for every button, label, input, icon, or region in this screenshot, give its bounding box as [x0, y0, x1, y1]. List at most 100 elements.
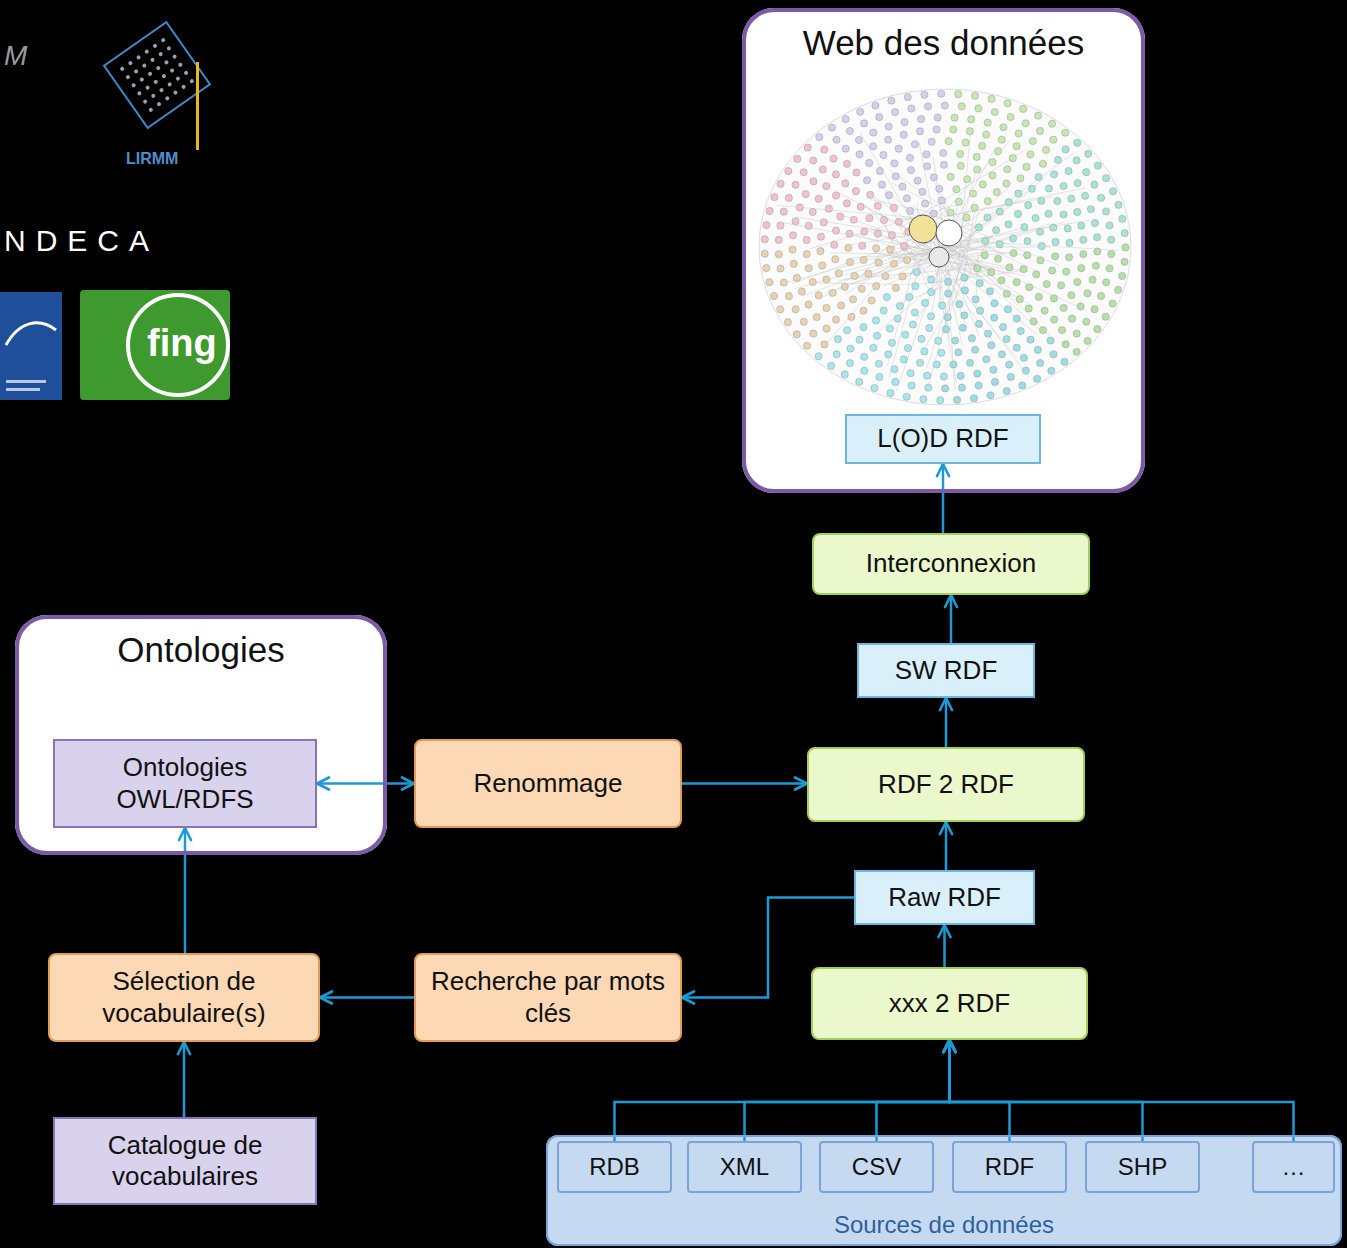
dataset-dot: [1022, 120, 1029, 127]
dataset-dot: [1013, 279, 1020, 286]
dataset-dot: [904, 257, 911, 264]
dataset-dot: [991, 300, 998, 307]
dataset-dot: [1103, 175, 1110, 182]
box-label: RDF 2 RDF: [870, 769, 1022, 800]
dataset-dot: [810, 330, 817, 337]
dataset-dot: [1049, 120, 1056, 127]
link-line: [932, 178, 972, 251]
dataset-dot: [802, 190, 809, 197]
dataset-dot: [1045, 185, 1052, 192]
dataset-dot: [823, 276, 830, 283]
dataset-dot: [935, 337, 942, 344]
dataset-dot: [924, 163, 931, 170]
link-line: [915, 248, 1013, 269]
dataset-dot: [919, 188, 926, 195]
dataset-dot: [1080, 250, 1087, 257]
dataset-dot: [891, 160, 898, 167]
dataset-dot: [805, 265, 812, 272]
dataset-dot: [1103, 208, 1110, 215]
dataset-dot: [975, 105, 982, 112]
dataset-dot: [1036, 127, 1043, 134]
dataset-dot: [849, 296, 856, 303]
dataset-dot: [800, 169, 807, 176]
dataset-dot: [982, 237, 989, 244]
dataset-dot: [1122, 244, 1129, 251]
dataset-dot: [858, 285, 865, 292]
dataset-dot: [892, 284, 899, 291]
link-line: [896, 247, 946, 391]
box-label: Renommage: [466, 768, 631, 799]
dataset-dot: [939, 302, 946, 309]
dataset-dot: [1065, 167, 1072, 174]
dataset-dot: [955, 91, 962, 98]
link-line: [860, 133, 951, 286]
dataset-dot: [1073, 330, 1080, 337]
dataset-dot: [903, 393, 910, 400]
dataset-dot: [832, 192, 839, 199]
dataset-dot: [925, 384, 932, 391]
dataset-dot: [1035, 173, 1042, 180]
dataset-dot: [1003, 387, 1010, 394]
box-label: CSV: [848, 1153, 905, 1182]
link-line: [845, 235, 937, 294]
dataset-dot: [1066, 239, 1073, 246]
dataset-dot: [1103, 279, 1110, 286]
logo-dot: [167, 82, 173, 88]
dataset-dot: [1037, 359, 1044, 366]
link-line: [919, 176, 1046, 274]
dataset-dot: [816, 133, 823, 140]
dataset-dot: [880, 307, 887, 314]
flow-arrow: [950, 1040, 1143, 1141]
dataset-dot: [805, 222, 812, 229]
link-line: [915, 235, 1016, 358]
dataset-dot: [996, 208, 1003, 215]
dataset-dot: [1003, 290, 1010, 297]
dataset-dot: [937, 397, 944, 404]
panel-ground: [15, 615, 387, 855]
dataset-dot: [968, 335, 975, 342]
dataset-dot: [971, 92, 978, 99]
dataset-dot: [977, 307, 984, 314]
logo-dot: [172, 54, 178, 60]
box-label: RDB: [585, 1153, 644, 1182]
dataset-dot: [880, 216, 887, 223]
panel-ground: [546, 1135, 1342, 1246]
dataset-dot: [909, 321, 916, 328]
dataset-dot: [1109, 188, 1116, 195]
dataset-dot: [927, 313, 934, 320]
link-line: [963, 259, 1008, 293]
dataset-dot: [1007, 113, 1014, 120]
box-label: L(O)D RDF: [869, 423, 1016, 454]
logo-dot: [164, 60, 170, 66]
dataset-dot: [1033, 271, 1040, 278]
dataset-dot: [842, 115, 849, 122]
dataset-dot: [1039, 160, 1046, 167]
dataset-dot: [989, 159, 996, 166]
group-heading: Ontologies: [109, 619, 292, 671]
dataset-dot: [885, 123, 892, 130]
dataset-dot: [1050, 351, 1057, 358]
dataset-dot: [1000, 124, 1007, 131]
logo-dot: [178, 62, 184, 68]
dataset-dot: [805, 301, 812, 308]
dataset-dot: [984, 330, 991, 337]
dataset-dot: [1058, 282, 1065, 289]
link-line: [872, 192, 898, 257]
dataset-dot: [1051, 316, 1058, 323]
dataset-dot: [926, 324, 933, 331]
dataset-dot: [921, 200, 928, 207]
dataset-dot: [1041, 307, 1048, 314]
link-line: [943, 260, 968, 335]
dataset-dot: [874, 332, 881, 339]
dataset-dot: [793, 274, 800, 281]
logo-dot: [166, 46, 172, 52]
dataset-dot: [979, 181, 986, 188]
dataset-dot: [851, 272, 858, 279]
dataset-dot: [1006, 264, 1013, 271]
dataset-dot: [852, 188, 859, 195]
dataset-dot: [930, 210, 937, 217]
dataset-dot: [856, 378, 863, 385]
dataset-dot: [908, 105, 915, 112]
dataset-dot: [870, 344, 877, 351]
